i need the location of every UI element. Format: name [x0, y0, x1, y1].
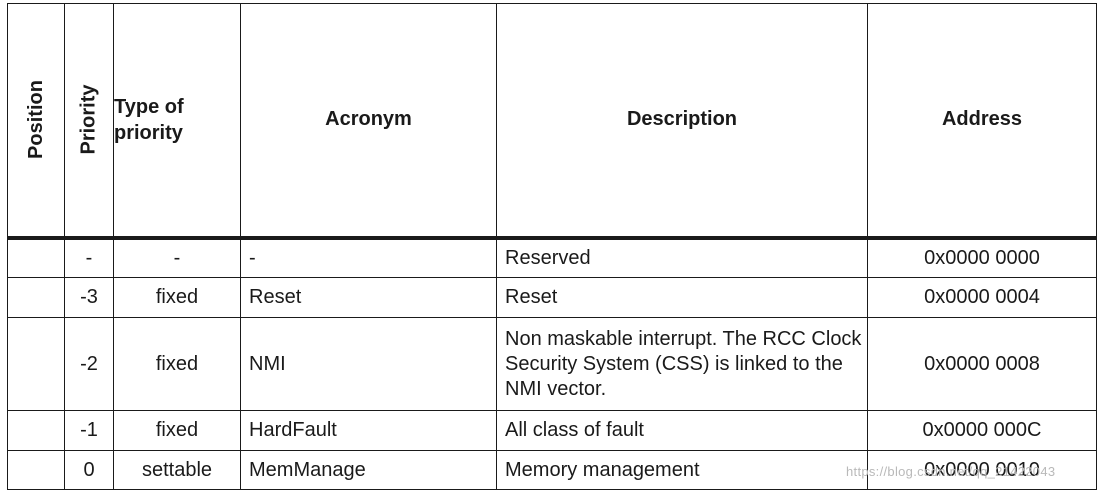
cell-acronym: NMI: [240, 317, 497, 411]
cell-type: fixed: [113, 317, 241, 411]
cell-acronym: MemManage: [240, 450, 497, 490]
cell-description: All class of fault: [496, 410, 868, 451]
header-row: Position Priority Type of priority Acron…: [7, 3, 1097, 240]
cell-position: [7, 237, 65, 278]
cell-priority: -2: [64, 317, 114, 411]
header-type-line2: priority: [114, 121, 183, 144]
cell-description: Reset: [496, 277, 868, 318]
cell-position: [7, 410, 65, 451]
header-position: Position: [7, 3, 65, 240]
header-position-label: Position: [24, 80, 47, 160]
cell-acronym: HardFault: [240, 410, 497, 451]
cell-priority: -1: [64, 410, 114, 451]
cell-priority: 0: [64, 450, 114, 490]
table-row: -2 fixed NMI Non maskable interrupt. The…: [7, 317, 1097, 411]
cell-address: 0x0000 000C: [867, 410, 1097, 451]
header-acronym: Acronym: [240, 3, 497, 240]
header-priority: Priority: [64, 3, 114, 240]
interrupt-vector-table: Position Priority Type of priority Acron…: [7, 3, 1097, 490]
cell-position: [7, 450, 65, 490]
cell-type: settable: [113, 450, 241, 490]
cell-acronym: Reset: [240, 277, 497, 318]
cell-type: -: [113, 237, 241, 278]
header-priority-label: Priority: [77, 84, 100, 155]
cell-priority: -3: [64, 277, 114, 318]
header-description: Description: [496, 3, 868, 240]
cell-position: [7, 277, 65, 318]
cell-type: fixed: [113, 410, 241, 451]
header-type-line1: Type of: [114, 95, 184, 118]
cell-acronym: -: [240, 237, 497, 278]
cell-address: 0x0000 0008: [867, 317, 1097, 411]
cell-position: [7, 317, 65, 411]
cell-address: 0x0000 0004: [867, 277, 1097, 318]
table-row: 0 settable MemManage Memory management 0…: [7, 450, 1097, 490]
cell-address: 0x0000 0000: [867, 237, 1097, 278]
cell-priority: -: [64, 237, 114, 278]
cell-description: Reserved: [496, 237, 868, 278]
header-address: Address: [867, 3, 1097, 240]
table-row: - - - Reserved 0x0000 0000: [7, 237, 1097, 278]
header-type-of-priority: Type of priority: [113, 3, 241, 240]
cell-address: 0x0000 0010: [867, 450, 1097, 490]
table-row: -1 fixed HardFault All class of fault 0x…: [7, 410, 1097, 451]
cell-description: Non maskable interrupt. The RCC Clock Se…: [496, 317, 868, 411]
cell-type: fixed: [113, 277, 241, 318]
cell-description: Memory management: [496, 450, 868, 490]
table-row: -3 fixed Reset Reset 0x0000 0004: [7, 277, 1097, 318]
